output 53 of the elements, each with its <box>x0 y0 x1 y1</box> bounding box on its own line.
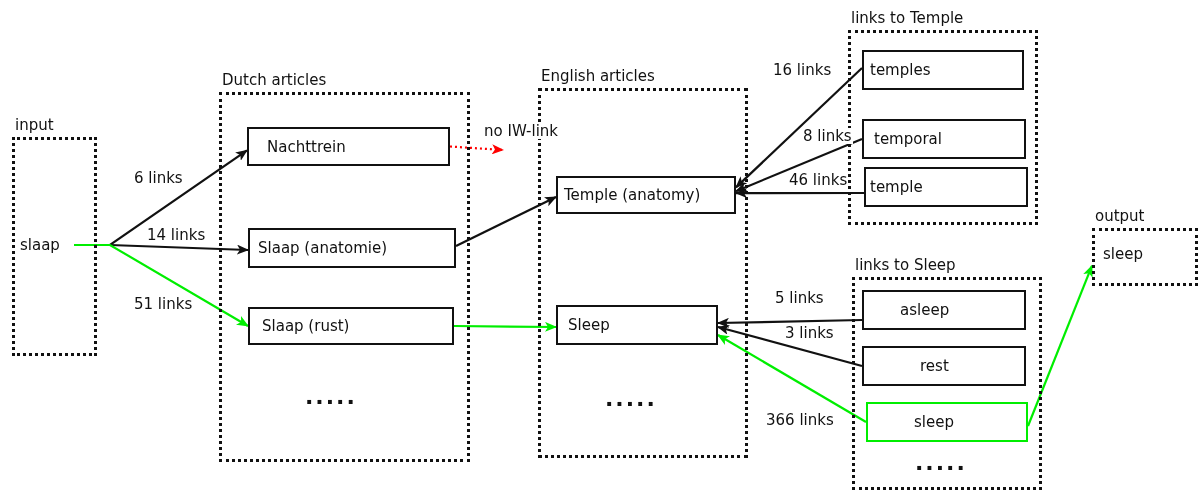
article-box <box>862 50 1024 90</box>
node-label: Slaap (rust) <box>262 317 350 335</box>
article-box <box>248 307 454 345</box>
group-heading: Dutch articles <box>222 71 327 89</box>
input-word: slaap <box>20 236 60 254</box>
edge-label: 8 links <box>802 128 853 144</box>
arrow <box>735 188 864 199</box>
article-box <box>862 346 1026 386</box>
node-label: asleep <box>900 301 950 319</box>
arrow <box>717 334 867 423</box>
node-label: Temple (anatomy) <box>564 186 701 204</box>
article-box <box>862 119 1026 159</box>
group-heading: output <box>1095 207 1145 225</box>
node-label: rest <box>920 357 949 375</box>
node-label: temples <box>870 61 931 79</box>
article-box <box>556 305 718 345</box>
edge-label: 51 links <box>133 296 194 312</box>
arrow <box>449 144 504 155</box>
article-box <box>866 402 1028 442</box>
node-label: Sleep <box>568 316 610 334</box>
edge-label: 366 links <box>765 412 835 428</box>
group-heading: input <box>15 116 54 134</box>
edge-label: 6 links <box>133 170 184 186</box>
node-label: sleep <box>1103 245 1143 263</box>
group-heading: links to Sleep <box>855 256 956 274</box>
node-label: Nachttrein <box>267 137 346 156</box>
ellipsis-mark: ..... <box>305 384 357 409</box>
article-box <box>862 290 1026 330</box>
edge-label: 3 links <box>784 325 835 341</box>
node-label: temporal <box>874 130 942 148</box>
arrow <box>735 67 863 189</box>
node-label: sleep <box>914 413 954 431</box>
edge-label: 14 links <box>146 227 207 243</box>
arrow <box>454 321 557 332</box>
arrow <box>74 243 249 327</box>
article-box <box>864 167 1028 207</box>
arrow <box>717 325 863 368</box>
edge-label: 16 links <box>772 62 833 78</box>
group-heading: English articles <box>541 67 655 85</box>
arrow <box>735 138 863 193</box>
node-label: Slaap (anatomie) <box>258 239 388 257</box>
group-heading: links to Temple <box>851 9 964 27</box>
edge-label: 46 links <box>788 172 849 188</box>
ellipsis-mark: ..... <box>605 386 657 411</box>
article-box <box>248 228 456 268</box>
arrow <box>455 195 557 247</box>
edge-label: 5 links <box>774 290 825 306</box>
article-box <box>247 127 450 166</box>
article-box <box>556 176 736 214</box>
edge-label: no IW-link <box>483 123 560 139</box>
node-label: temple <box>870 178 923 196</box>
arrow <box>717 317 863 328</box>
ellipsis-mark: ..... <box>915 450 967 475</box>
